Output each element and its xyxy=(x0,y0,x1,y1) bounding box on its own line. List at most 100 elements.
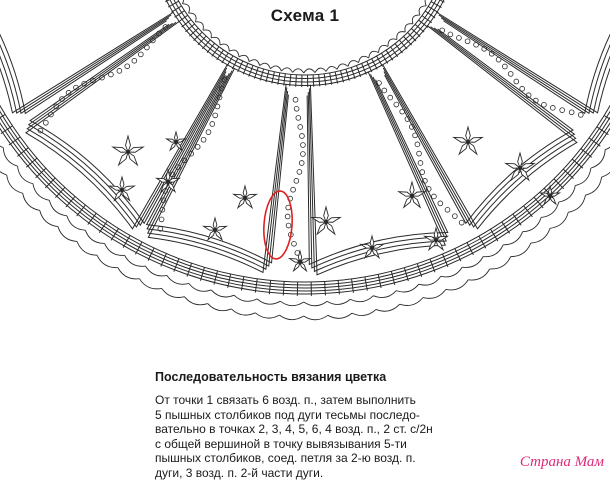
scallop-arc xyxy=(6,174,23,194)
bead xyxy=(65,89,72,96)
neckline-stitch xyxy=(356,65,362,77)
tape-stitch xyxy=(377,274,382,289)
neckline-stitch xyxy=(427,5,439,14)
petal xyxy=(411,194,422,209)
neckline-stitch xyxy=(181,19,192,28)
bead xyxy=(209,121,216,127)
instruction-line: пышных столбиков, соед. петля за 2-ю воз… xyxy=(155,451,416,465)
bead xyxy=(456,35,462,41)
bead xyxy=(408,124,415,130)
petal xyxy=(325,220,336,236)
scallop-arc xyxy=(440,266,463,278)
bead xyxy=(99,74,105,81)
bead xyxy=(295,115,302,121)
neck-scallop xyxy=(182,3,190,14)
tape-panel-line xyxy=(0,11,174,114)
bead xyxy=(291,241,297,247)
neckline-stitch xyxy=(430,1,442,8)
bead xyxy=(214,103,221,110)
flower-motif xyxy=(452,125,484,156)
bead xyxy=(158,216,165,223)
scallop-arc xyxy=(541,201,560,218)
bead xyxy=(73,84,79,91)
tape-stitch xyxy=(186,263,193,277)
petal xyxy=(435,238,445,252)
instruction-line: дуги, 3 возд. п. 2-й части дуги. xyxy=(155,465,324,480)
flower-motif xyxy=(111,134,145,167)
bead xyxy=(216,94,223,101)
bead xyxy=(404,116,411,122)
tape-panel-line xyxy=(147,67,287,274)
neckline-stitch xyxy=(231,58,239,70)
bead xyxy=(181,157,188,164)
bead xyxy=(299,133,305,139)
tape-stitch xyxy=(351,278,354,293)
neckline-stitch xyxy=(340,70,344,83)
petal xyxy=(166,177,182,183)
scallop-arc xyxy=(418,276,442,286)
tape-stitch xyxy=(268,280,272,295)
bead xyxy=(205,129,212,135)
neckline-tape-line xyxy=(173,0,437,80)
scallop-arc xyxy=(326,298,351,305)
bead xyxy=(488,50,495,57)
scallop-arc xyxy=(48,200,67,217)
bead xyxy=(559,107,565,113)
tape-panel-line xyxy=(146,73,289,267)
tape-stitch xyxy=(324,281,326,296)
tape-panel-line xyxy=(436,11,610,114)
flower-motif xyxy=(201,216,229,242)
scallop-arc xyxy=(166,275,189,285)
bead xyxy=(296,169,303,175)
petal xyxy=(154,177,170,183)
tape-stitch xyxy=(122,235,131,248)
scallop-arc xyxy=(0,171,7,176)
neck-scallop xyxy=(387,38,398,47)
neck-scallop xyxy=(238,54,250,62)
flower-motif xyxy=(287,249,313,273)
petal xyxy=(323,205,329,224)
neckline-stitch xyxy=(376,55,383,67)
bead xyxy=(549,105,556,111)
flower-center xyxy=(119,187,125,193)
bead xyxy=(188,150,194,157)
petal xyxy=(107,185,124,191)
scallop-arc xyxy=(558,185,576,203)
neckline-stitch xyxy=(323,73,327,86)
flower-motif xyxy=(358,234,386,260)
bead xyxy=(160,197,167,203)
flower-center xyxy=(165,179,171,185)
petal xyxy=(504,162,522,169)
bead xyxy=(419,169,426,175)
tape-stitch xyxy=(364,276,368,291)
neckline-stitch xyxy=(312,74,315,87)
bead xyxy=(425,186,432,192)
bead xyxy=(194,144,201,150)
bead xyxy=(416,150,422,157)
petal xyxy=(548,192,562,197)
tape-panel-line xyxy=(24,20,228,230)
instruction-line: 5 пышных столбиков под дуги тесьмы после… xyxy=(155,407,420,422)
outer-tape-line xyxy=(0,110,610,286)
petal xyxy=(212,216,218,232)
bead xyxy=(444,207,451,213)
petal xyxy=(316,220,327,236)
petal xyxy=(433,226,439,242)
bead xyxy=(568,109,575,116)
bead xyxy=(376,80,382,86)
tape-stitch xyxy=(25,157,38,168)
petal xyxy=(434,235,450,241)
tape-stitch xyxy=(403,267,409,282)
neck-scallop xyxy=(229,49,240,57)
bead xyxy=(464,38,471,45)
petal xyxy=(299,260,308,273)
petal xyxy=(111,146,130,153)
scallop-edging xyxy=(0,0,610,321)
flower-center xyxy=(297,259,303,265)
tape-stitch xyxy=(454,248,462,262)
scallop-arc xyxy=(303,314,329,321)
neckline-stitch xyxy=(253,67,259,79)
bead xyxy=(519,85,525,92)
tape-stitch xyxy=(35,167,47,179)
